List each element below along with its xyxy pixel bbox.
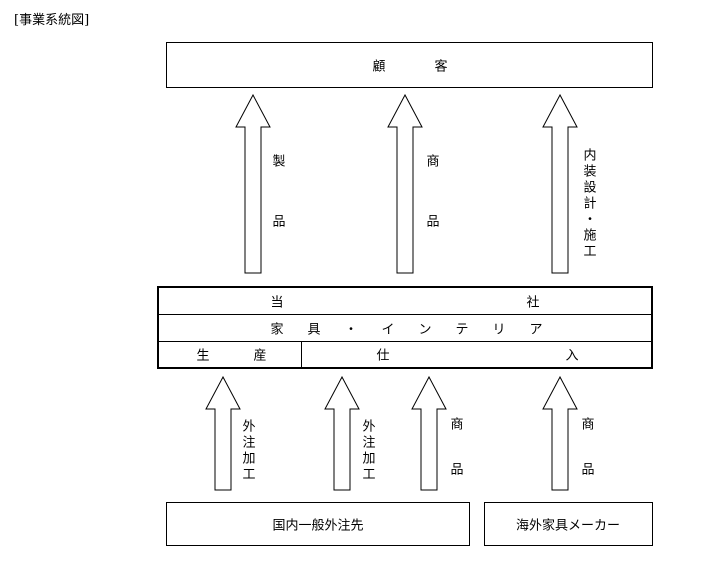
business-label-char: 家 xyxy=(270,322,284,338)
label-char: 外 xyxy=(242,419,256,435)
arrow-interior-to-customer xyxy=(542,93,578,274)
overseas-supplier-box: 海外家具メーカー xyxy=(484,502,653,546)
label-char: 注 xyxy=(362,435,376,451)
production-label-char: 産 xyxy=(253,348,267,364)
label-char: 品 xyxy=(272,214,286,230)
business-label-char: ・ xyxy=(344,322,358,338)
business-label-char: イ xyxy=(381,322,395,338)
label-char: 工 xyxy=(242,467,256,483)
arrow-outsourced-to-production xyxy=(205,375,241,491)
column-divider xyxy=(301,342,302,367)
label-char: 加 xyxy=(242,451,256,467)
label-char: ・ xyxy=(583,212,597,228)
diagram-heading: [事業系統図] xyxy=(14,13,90,28)
arrow-products-to-customer xyxy=(235,93,271,274)
arrow-outsourced-to-purchase xyxy=(324,375,360,491)
label-char: 商 xyxy=(426,154,440,170)
domestic-supplier-box: 国内一般外注先 xyxy=(166,502,470,546)
label-char: 装 xyxy=(583,164,597,180)
overseas-supplier-label: 海外家具メーカー xyxy=(515,518,621,534)
business-label-char: ン xyxy=(418,322,432,338)
row-divider-1 xyxy=(159,314,651,315)
arrow-overseas-goods-to-purchase xyxy=(542,375,578,491)
label-char: 品 xyxy=(426,214,440,230)
business-label-char: 具 xyxy=(307,322,321,338)
label-char: 工 xyxy=(583,244,597,260)
label-char: 商 xyxy=(581,417,595,433)
label-char: 工 xyxy=(362,467,376,483)
label-char: 品 xyxy=(581,462,595,478)
label-char: 外 xyxy=(362,419,376,435)
label-char: 加 xyxy=(362,451,376,467)
arrow-domestic-goods-to-purchase xyxy=(411,375,447,491)
label-char: 設 xyxy=(583,180,597,196)
production-label-char: 生 xyxy=(196,348,210,364)
business-label-char: テ xyxy=(455,322,469,338)
label-char: 製 xyxy=(272,154,286,170)
domestic-supplier-label: 国内一般外注先 xyxy=(272,518,364,534)
business-label-char: ア xyxy=(529,322,543,338)
business-label-char: リ xyxy=(492,322,506,338)
purchase-label-char: 入 xyxy=(565,348,579,364)
customer-box: 顧 客 xyxy=(166,42,653,88)
company-block: 当 社 家 具 ・ イ ン テ リ ア 生 産 仕 入 xyxy=(157,286,653,369)
company-label-char: 当 xyxy=(270,295,284,311)
label-char: 施 xyxy=(583,228,597,244)
customer-label-char-2: 客 xyxy=(434,59,448,75)
label-char: 品 xyxy=(450,462,464,478)
label-char: 計 xyxy=(583,196,597,212)
label-char: 商 xyxy=(450,417,464,433)
customer-label-char-1: 顧 xyxy=(372,59,386,75)
label-char: 注 xyxy=(242,435,256,451)
arrow-goods-to-customer xyxy=(387,93,423,274)
purchase-label-char: 仕 xyxy=(376,348,390,364)
row-divider-2 xyxy=(159,341,651,342)
company-label-char: 社 xyxy=(526,295,540,311)
label-char: 内 xyxy=(583,148,597,164)
